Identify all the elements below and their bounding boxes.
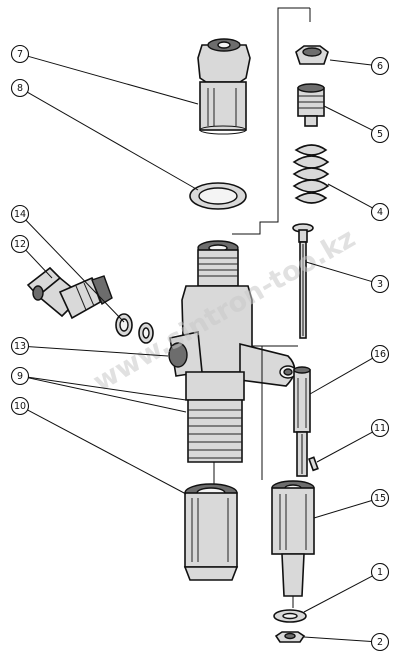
leader-line-6 (329, 59, 372, 66)
leader-line-9-1 (28, 376, 187, 401)
assembly-guide-line-top (277, 7, 310, 40)
callout-12: 12 (10, 234, 30, 254)
leader-line-16 (309, 357, 373, 395)
leader-line-12 (25, 249, 53, 279)
callout-circle (10, 336, 30, 356)
callout-circle (10, 78, 30, 98)
part-nozzle-body (271, 480, 315, 608)
leader-line-10 (27, 409, 187, 495)
callout-number: 5 (377, 129, 383, 140)
part-nozzle-nut (183, 483, 239, 581)
callout-14: 14 (10, 204, 30, 224)
callout-number: 1 (377, 567, 383, 578)
callout-2: 2 (370, 632, 390, 652)
assembly-guide-line-mid (232, 40, 279, 235)
leader-line-11 (316, 431, 373, 463)
leader-line-8 (27, 91, 199, 191)
part-hex-nut (295, 45, 329, 65)
leader-line-2 (303, 636, 372, 642)
callout-number: 9 (17, 371, 23, 382)
callout-9: 9 (10, 366, 30, 386)
part-adjusting-screw (297, 83, 325, 127)
callout-7: 7 (10, 44, 30, 64)
part-injector-body (168, 240, 297, 463)
callout-number: 14 (14, 209, 26, 220)
leader-lines (25, 55, 373, 642)
callout-13: 13 (10, 336, 30, 356)
callout-4: 4 (370, 202, 390, 222)
callout-number: 6 (377, 61, 383, 72)
callout-circle (370, 202, 390, 222)
callout-circle (370, 274, 390, 294)
callout-circle (10, 204, 30, 224)
callout-number: 11 (374, 423, 386, 434)
part-nozzle-needle (293, 366, 311, 477)
callout-number: 3 (377, 279, 383, 290)
callout-circle (370, 344, 390, 364)
part-spring (292, 144, 330, 204)
part-filter-washer (115, 313, 154, 344)
callout-number: 8 (17, 83, 23, 94)
callout-10: 10 (10, 396, 30, 416)
part-inlet-fitting (26, 266, 113, 320)
part-cap-nut (197, 38, 251, 135)
callout-circle (370, 418, 390, 438)
callout-number: 12 (14, 239, 26, 250)
leader-line-15 (313, 499, 373, 519)
leader-line-5 (323, 105, 373, 131)
callout-6: 6 (370, 56, 390, 76)
callout-circle (370, 632, 390, 652)
callout-number: 7 (17, 49, 23, 60)
callout-15: 15 (370, 488, 390, 508)
callout-16: 16 (370, 344, 390, 364)
callout-circle (370, 124, 390, 144)
callout-circle (370, 488, 390, 508)
callout-3: 3 (370, 274, 390, 294)
callout-number: 4 (377, 207, 383, 218)
part-push-rod (292, 223, 314, 339)
callout-8: 8 (10, 78, 30, 98)
part-small-nut (274, 631, 306, 643)
callout-circle (10, 44, 30, 64)
leader-line-7 (28, 55, 199, 105)
callout-number: 10 (14, 401, 26, 412)
leader-line-3 (305, 261, 372, 283)
callout-number: 16 (374, 349, 386, 360)
callout-1: 1 (370, 562, 390, 582)
callout-circle (10, 396, 30, 416)
leader-line-4 (327, 183, 373, 209)
part-washer-small (273, 609, 307, 623)
callout-circle (10, 366, 30, 386)
callout-5: 5 (370, 124, 390, 144)
callout-number: 13 (14, 341, 26, 352)
leader-line-14 (25, 219, 125, 323)
callout-11: 11 (370, 418, 390, 438)
part-sealing-washer (189, 182, 247, 210)
callout-circle (10, 234, 30, 254)
callout-circle (370, 562, 390, 582)
leader-line-1 (303, 575, 373, 613)
callout-circle (370, 56, 390, 76)
callout-number: 2 (377, 637, 383, 648)
callout-number: 15 (374, 493, 386, 504)
part-pin (308, 456, 319, 472)
leader-line-9 (28, 377, 187, 413)
leader-line-13 (28, 346, 169, 357)
